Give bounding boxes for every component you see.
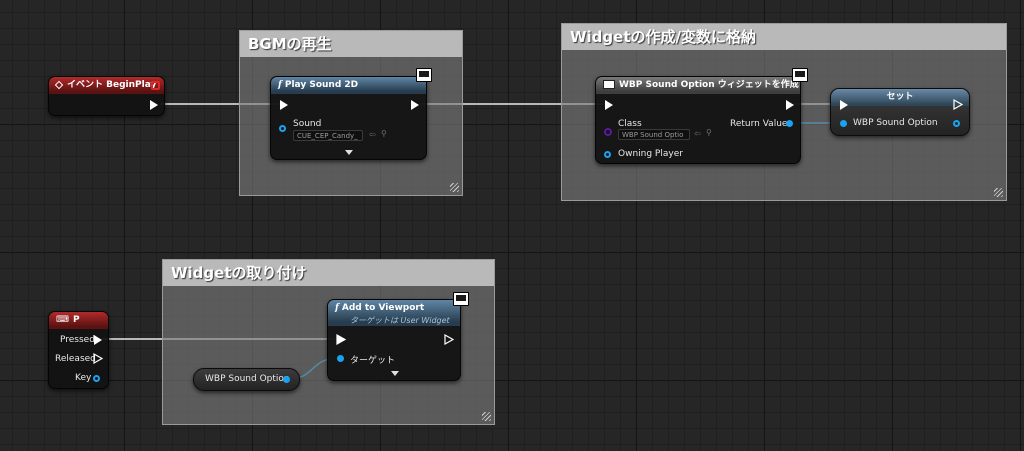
event-icon	[54, 80, 64, 89]
use-selected-arrow-icon[interactable]: ⇦	[694, 129, 701, 138]
node-title: イベント BeginPlay	[67, 80, 157, 90]
comment-title-bgm[interactable]: BGMの再生	[240, 31, 462, 57]
target-pin-label: ターゲット	[350, 356, 396, 366]
function-icon: f	[278, 80, 282, 90]
browse-search-icon[interactable]: ⚲	[706, 128, 712, 137]
node-header[interactable]: イベント BeginPlay	[49, 77, 164, 94]
resize-grip-icon[interactable]	[450, 183, 459, 192]
keyboard-icon: ⌨	[56, 315, 69, 325]
use-selected-arrow-icon[interactable]: ⇦	[369, 130, 376, 139]
create-widget-node[interactable]: WBP Sound Option ウィジェットを作成 Class WBP Sou…	[595, 76, 801, 164]
variable-pin-label: WBP Sound Option	[853, 118, 938, 128]
exec-in-pin[interactable]	[280, 100, 288, 110]
return-value-pin[interactable]	[786, 120, 793, 127]
class-pin[interactable]	[604, 128, 612, 136]
target-pin[interactable]	[337, 355, 344, 362]
class-dropdown[interactable]: WBP Sound Optio	[618, 129, 690, 140]
owning-player-label: Owning Player	[618, 149, 683, 159]
sound-pin-label: Sound	[293, 119, 322, 129]
resize-grip-icon[interactable]	[482, 412, 491, 421]
node-header[interactable]: ⌨P	[49, 312, 108, 329]
get-variable-node[interactable]: WBP Sound Option	[193, 368, 300, 391]
key-pin[interactable]	[93, 375, 100, 382]
owning-player-pin[interactable]	[604, 151, 611, 158]
node-title: Add to Viewport	[341, 303, 425, 313]
resize-grip-icon[interactable]	[994, 188, 1003, 197]
node-header[interactable]: セット	[831, 89, 969, 106]
monitor-icon	[792, 68, 808, 82]
exec-out-pin[interactable]	[444, 334, 454, 345]
exec-out-pin[interactable]	[786, 100, 794, 110]
class-pin-label: Class	[618, 119, 642, 129]
released-label: Released	[55, 354, 96, 364]
exec-in-pin[interactable]	[336, 334, 346, 345]
variable-out-pin[interactable]	[283, 376, 290, 383]
return-value-label: Return Value	[730, 119, 788, 129]
comment-title-widget-attach[interactable]: Widgetの取り付け	[163, 260, 494, 286]
expand-arrow-icon[interactable]	[391, 371, 399, 376]
comment-title-widget-create[interactable]: Widgetの作成/変数に格納	[562, 24, 1006, 50]
node-subtitle: ターゲットは User Widget	[350, 316, 450, 325]
widget-icon	[603, 80, 615, 89]
set-variable-node[interactable]: セット WBP Sound Option	[830, 88, 970, 136]
exec-out-pin[interactable]	[150, 100, 158, 110]
exec-out-pin[interactable]	[411, 100, 419, 110]
key-p-event-node[interactable]: ⌨P Pressed Released Key	[48, 311, 109, 389]
exec-in-pin[interactable]	[605, 100, 613, 110]
exec-out-pin[interactable]	[953, 99, 963, 110]
node-title: Play Sound 2D	[284, 80, 359, 90]
variable-in-pin[interactable]	[840, 120, 847, 127]
variable-out-pin[interactable]	[953, 120, 960, 127]
function-icon: f	[335, 303, 339, 313]
delegate-pin-icon[interactable]	[151, 81, 160, 90]
variable-label: WBP Sound Option	[205, 374, 290, 384]
sound-pin[interactable]	[279, 125, 286, 132]
key-label: Key	[75, 373, 92, 383]
node-header[interactable]: WBP Sound Option ウィジェットを作成	[596, 77, 800, 94]
pressed-label: Pressed	[60, 335, 95, 345]
released-exec-pin[interactable]	[93, 353, 103, 364]
sound-asset-dropdown[interactable]: CUE_CEP_Candy_	[293, 130, 363, 141]
exec-in-pin[interactable]	[840, 100, 848, 110]
monitor-icon	[453, 292, 469, 306]
node-title: P	[73, 315, 80, 325]
expand-arrow-icon[interactable]	[345, 150, 353, 155]
browse-search-icon[interactable]: ⚲	[381, 129, 387, 138]
pressed-exec-pin[interactable]	[94, 335, 102, 345]
node-title: WBP Sound Option ウィジェットを作成	[619, 80, 799, 90]
event-beginplay-node[interactable]: イベント BeginPlay	[48, 76, 165, 116]
monitor-icon	[416, 68, 432, 82]
